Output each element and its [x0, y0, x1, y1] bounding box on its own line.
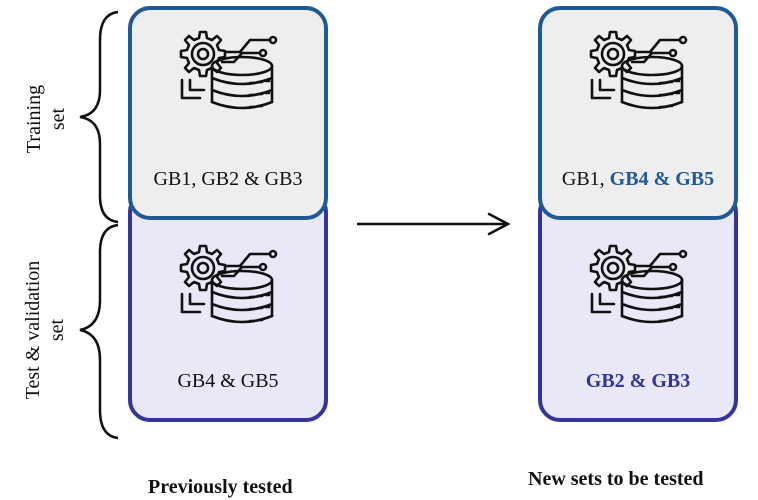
training-set-label: Training set — [22, 59, 70, 179]
previous-training-set-box: GB1, GB2 & GB3 — [128, 6, 328, 220]
training-brace — [79, 10, 119, 224]
database-gear-icon — [170, 20, 290, 115]
previous-test-set-box: GB4 & GB5 — [128, 190, 328, 422]
new-caption: New sets to be tested — [528, 468, 704, 490]
test-label-line1: Test & validation — [22, 260, 44, 400]
new-training-label-plain: GB1, — [561, 168, 610, 190]
new-training-set-box: GB1, GB4 & GB5 — [538, 6, 738, 220]
new-test-label: GB2 & GB3 — [585, 370, 691, 392]
test-label-line2: set — [46, 318, 68, 342]
new-training-label: GB1, GB4 & GB5 — [542, 168, 734, 191]
new-training-label-highlight: GB4 & GB5 — [609, 168, 715, 190]
database-gear-icon — [580, 20, 700, 115]
test-validation-set-label: Test & validation set — [21, 245, 69, 415]
database-gear-icon — [580, 234, 700, 329]
training-label-line2: set — [47, 107, 69, 131]
test-brace — [79, 223, 119, 440]
database-gear-icon — [170, 234, 290, 329]
previous-test-label: GB4 & GB5 — [177, 370, 279, 392]
previous-training-label: GB1, GB2 & GB3 — [153, 168, 303, 190]
previous-caption: Previously tested — [148, 476, 293, 498]
new-test-set-box: GB2 & GB3 — [538, 190, 738, 422]
training-label-line1: Training — [23, 84, 45, 154]
transition-arrow-head — [487, 212, 511, 236]
